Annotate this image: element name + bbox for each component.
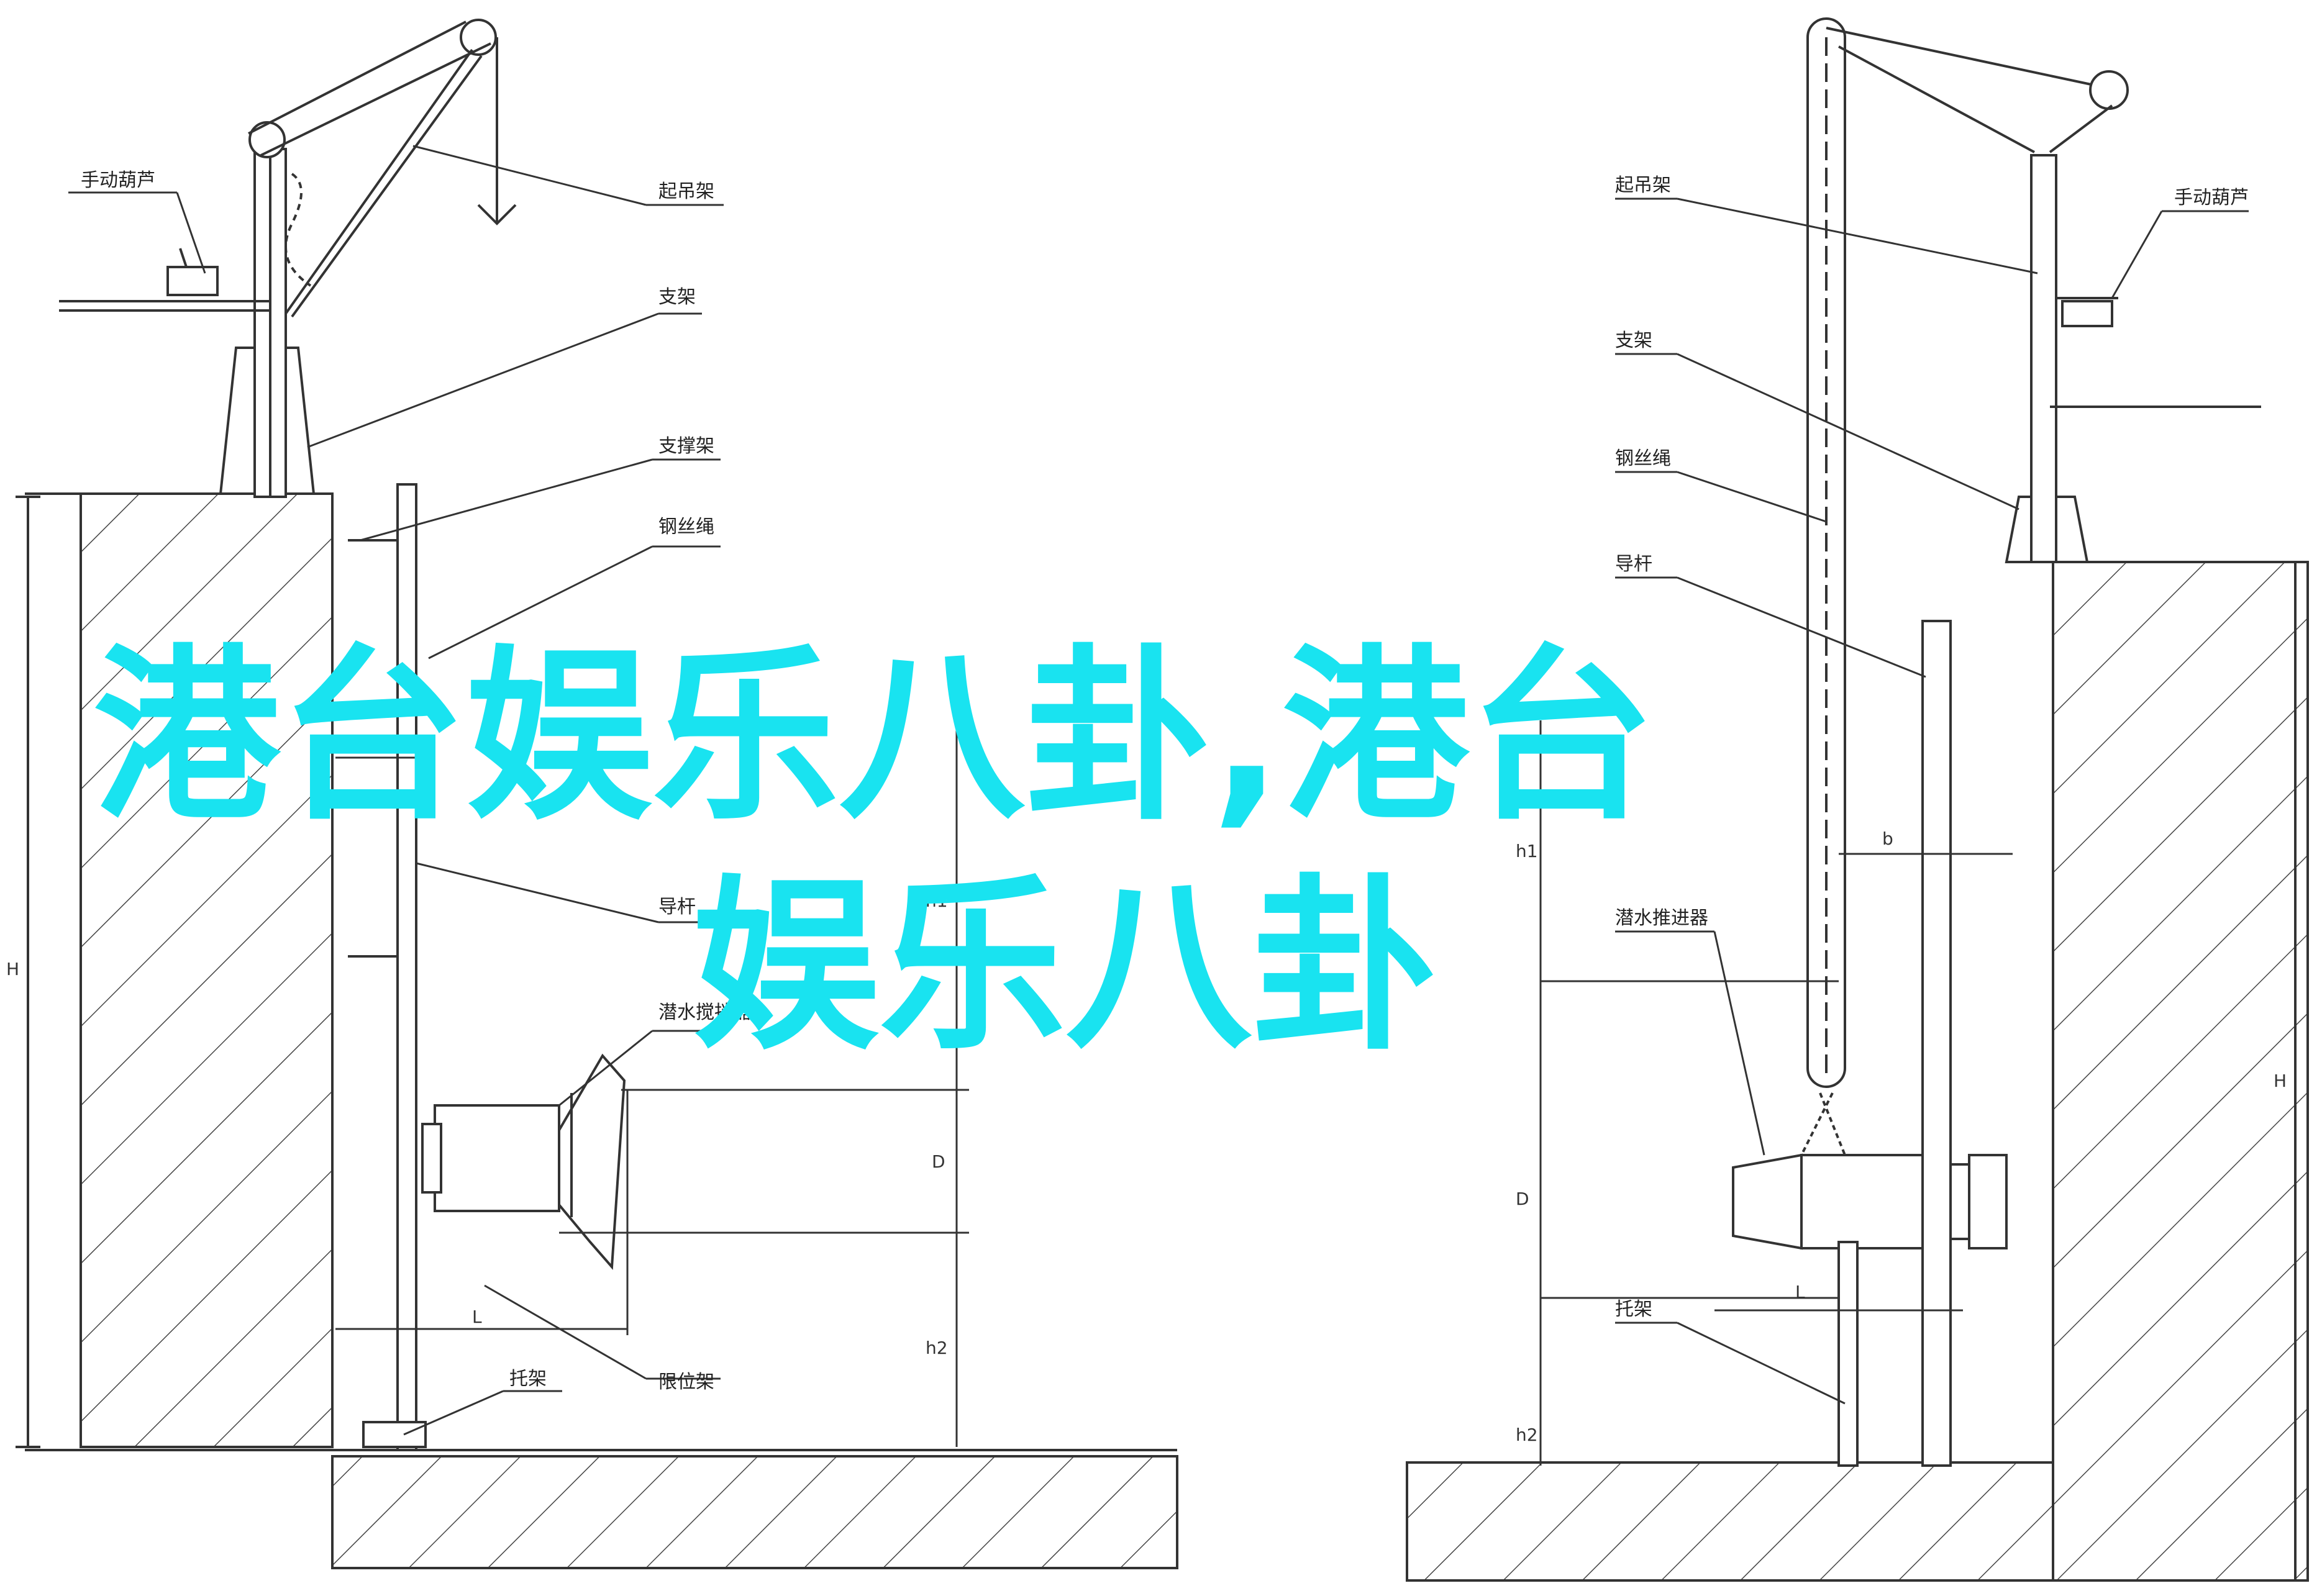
- dim-h2-right: h2: [1516, 1425, 1538, 1445]
- left-mixer: [421, 1053, 626, 1270]
- left-labels: 手动葫芦 起吊架 支架 支撑架 钢丝绳 导杆 潜水搅拌器 限位架 托架 H h1…: [6, 170, 948, 1393]
- right-leaders: [1615, 197, 2249, 1405]
- left-tank-wall: [25, 492, 1178, 1569]
- right-thruster: [1732, 620, 2008, 1467]
- label-bracket-left: 支架: [658, 286, 696, 308]
- left-pedestal: [219, 148, 316, 498]
- label-limit-frame-left: 限位架: [658, 1371, 714, 1393]
- dim-L-right: L: [1795, 1282, 1805, 1302]
- overlay-line-1: 港台娱乐八卦,港台: [93, 628, 1655, 845]
- label-lifting-frame-right: 起吊架: [1615, 175, 1671, 196]
- dim-h2-left: h2: [926, 1338, 948, 1358]
- label-guide-rod-left: 导杆: [658, 896, 696, 918]
- left-platform: [59, 248, 270, 312]
- label-tray-frame-left: 托架: [509, 1368, 547, 1390]
- left-drawing: [16, 19, 1178, 1569]
- label-thruster-right: 潜水推进器: [1615, 907, 1708, 929]
- left-crane-jib: [248, 19, 517, 318]
- label-support-frame-left: 支撑架: [658, 435, 714, 457]
- overlay-text: 港台娱乐八卦,港台 娱乐八卦: [93, 628, 1655, 1075]
- dim-b-left: b: [373, 735, 384, 756]
- label-lifting-frame-left: 起吊架: [658, 181, 714, 202]
- label-wire-rope-left: 钢丝绳: [658, 516, 714, 538]
- dim-H-right: H: [2274, 1071, 2287, 1091]
- overlay-line-2: 娱乐八卦: [693, 858, 1438, 1075]
- dim-H-left: H: [6, 959, 19, 979]
- label-bracket-right: 支架: [1615, 330, 1652, 351]
- label-tray-frame-right: 托架: [1615, 1299, 1652, 1320]
- right-crane-jib: [1806, 17, 2261, 1088]
- dim-L-left: L: [472, 1307, 482, 1327]
- left-dims: [335, 720, 969, 1447]
- label-hand-hoist-right: 手动葫芦: [2174, 187, 2249, 209]
- right-dims: [1539, 720, 2013, 1466]
- label-guide-rod-right: 导杆: [1615, 553, 1652, 575]
- left-guide-rod: [348, 483, 427, 1451]
- dim-h1-right: h1: [1516, 841, 1538, 861]
- right-pedestal: [2005, 154, 2089, 563]
- dim-D-left: D: [932, 1151, 945, 1172]
- label-mixer-left: 潜水搅拌器: [658, 1002, 752, 1023]
- dim-h1-left: h1: [926, 891, 948, 911]
- label-wire-rope-right: 钢丝绳: [1615, 448, 1671, 469]
- left-dim-H: [16, 496, 40, 1448]
- dim-b-right: b: [1882, 828, 1893, 849]
- label-hand-hoist-left: 手动葫芦: [81, 170, 155, 191]
- left-leaders: [68, 145, 727, 1436]
- dim-D-right: D: [1516, 1189, 1529, 1209]
- right-drawing: [1406, 17, 2309, 1582]
- right-labels: 起吊架 手动葫芦 支架 钢丝绳 导杆 潜水推进器 托架 H h1 D h2 L …: [1516, 175, 2287, 1445]
